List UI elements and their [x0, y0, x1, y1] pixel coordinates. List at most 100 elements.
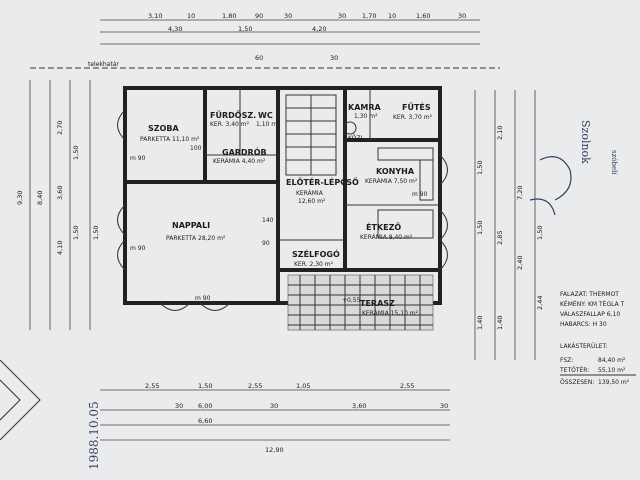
- area-label-2: ÖSSZESEN:: [560, 379, 594, 386]
- room-konyha-sub: KERÁMIA 7,50 m²: [365, 178, 418, 185]
- left-dimensions: 1,50 9,30 8,40 2,70 3,60 4,10 1,50 1,50: [16, 80, 100, 330]
- dim-right-8: 1,50: [536, 226, 544, 240]
- room-gardrob-name: GARDRÓB: [222, 146, 267, 157]
- handwriting-city: Szolnok: [579, 120, 592, 164]
- dim-top-3: 90: [255, 12, 263, 20]
- room-wc-name: WC: [258, 111, 273, 120]
- dim-right-2: 2,10: [496, 126, 504, 140]
- mark-d90: 90: [262, 240, 270, 247]
- area-value-0: 84,40 m²: [598, 357, 626, 364]
- dim-top-0: 3,10: [148, 12, 162, 20]
- mark-m90b: m 90: [130, 245, 146, 252]
- top-dimensions: 3,10 10 1,80 90 30 1,50 4,20 30 1,70 10 …: [100, 12, 480, 62]
- room-kamra-name: KAMRA: [348, 103, 382, 112]
- handwritten-scribble: [529, 198, 556, 216]
- dim-top-14: 30: [330, 54, 338, 62]
- handwriting-word: szóbeli: [610, 150, 618, 175]
- room-terasz-name: TERASZ: [360, 299, 395, 308]
- dim-top-13: 60: [255, 54, 263, 62]
- dim-bottom1-4: 2,55: [400, 382, 414, 390]
- note-line1: FALAZAT: THERMOT: [560, 291, 619, 298]
- dim-bottom3-1: 12,90: [265, 446, 284, 454]
- dim-right-5: 2,40: [516, 256, 524, 270]
- dim-bottom2-3: 3,60: [352, 402, 366, 410]
- area-value-1: 55,10 m²: [598, 367, 626, 374]
- mark-level: +0,55: [342, 297, 361, 304]
- dim-bottom2-1: 6,00: [198, 402, 212, 410]
- dim-top-4: 30: [284, 12, 292, 20]
- kitchen-counter: [343, 121, 434, 239]
- dim-bottom1-3: 1,05: [296, 382, 310, 390]
- mark-m90a: m 90: [130, 155, 146, 162]
- dim-right-6: 1,40: [476, 316, 484, 330]
- dim-left-7: 1,50: [92, 226, 100, 240]
- mark-d100: 100: [190, 145, 202, 152]
- handwritten-signature-mark: [539, 156, 572, 201]
- corner-hatch: [0, 359, 41, 441]
- room-futes-name: FŰTÉS: [402, 101, 431, 112]
- room-szelfogo-name: SZÉLFOGÓ: [292, 248, 340, 259]
- room-kamra-sub: 1,30 m²: [354, 113, 378, 120]
- room-furdo-name: FÜRDŐSZ.: [210, 110, 256, 120]
- dim-right-1: 1,50: [476, 221, 484, 235]
- windows: [117, 109, 448, 311]
- dim-left-2: 8,40: [36, 191, 44, 205]
- dim-top-8: 1,70: [362, 12, 376, 20]
- dim-top-2: 1,80: [222, 12, 236, 20]
- mark-m90d: m 90: [412, 191, 428, 198]
- room-wc-sub: 1,10 m²: [256, 121, 280, 128]
- room-konyha-name: KONYHA: [376, 167, 415, 176]
- dim-right-4: 2,85: [496, 231, 504, 245]
- staircase: [285, 94, 337, 176]
- dim-top-7: 30: [338, 12, 346, 20]
- note-line3: VÁLASZFALLAP 6,10: [560, 311, 620, 318]
- dim-right-9: 1,40: [496, 316, 504, 330]
- dim-right-3: 7,20: [516, 186, 524, 200]
- room-furdo-sub: KER. 3,40 m²: [210, 121, 250, 128]
- room-futes-sub: KER. 3,70 m²: [393, 114, 433, 121]
- dim-right-0: 1,50: [476, 161, 484, 175]
- dim-top-11: 4,30: [168, 25, 182, 33]
- area-title: LAKÁSTERÜLET:: [560, 343, 608, 350]
- room-nappali-sub: PARKETTA 28,20 m²: [166, 235, 226, 242]
- room-szoba-sub: PARKETTA 11,10 m²: [140, 136, 200, 143]
- dim-bottom1-0: 2,55: [145, 382, 159, 390]
- dim-left-0: 1,50: [72, 146, 80, 160]
- room-terasz-sub: KERÁMIA 15,10 m²: [362, 310, 419, 317]
- area-label-0: FSZ:: [560, 357, 573, 364]
- dim-bottom2-0: 30: [175, 402, 183, 410]
- dim-right-7: 2,44: [536, 296, 544, 310]
- room-etkezo-name: ÉTKEZŐ: [366, 221, 401, 232]
- dim-top-9: 10: [388, 12, 396, 20]
- room-kozl-name: KÖZL.: [348, 135, 366, 142]
- room-eloter-sub1: KERÁMIA: [296, 190, 324, 197]
- note-line2: KÉMÉNY: KM TÉGLA T: [560, 300, 625, 308]
- room-szelfogo-sub: KER. 2,30 m²: [294, 261, 334, 268]
- right-dimensions: 1,50 1,50 2,10 7,20 2,85 2,40 1,40 2,44 …: [474, 90, 544, 360]
- dim-top-6: 4,20: [312, 25, 326, 33]
- room-nappali-name: NAPPALI: [172, 221, 210, 230]
- dim-top-5: 1,50: [238, 25, 252, 33]
- terrace-paving: [287, 274, 434, 331]
- date-stamp: 1988.10.05: [87, 401, 101, 470]
- room-szoba-name: SZOBA: [148, 124, 179, 133]
- dim-bottom3-0: 6,60: [198, 417, 212, 425]
- room-eloter-name: ELŐTÉR-LÉPCSŐ: [286, 176, 359, 187]
- dim-bottom1-1: 1,50: [198, 382, 212, 390]
- dim-top-1: 10: [187, 12, 195, 20]
- dim-left-3: 2,70: [56, 121, 64, 135]
- dim-left-6: 1,50: [72, 226, 80, 240]
- mark-d140: 140: [262, 217, 274, 224]
- dim-bottom2-2: 30: [270, 402, 278, 410]
- note-line4: HABARCS: H 30: [560, 321, 607, 328]
- outer-walls: [123, 86, 442, 305]
- dim-top-10: 1,60: [416, 12, 430, 20]
- dim-bottom2-4: 30: [440, 402, 448, 410]
- room-gardrob-sub: KERÁMIA 4,40 m²: [213, 158, 266, 165]
- area-label-1: TETŐTÉR:: [559, 366, 589, 374]
- area-value-2: 139,50 m²: [598, 379, 630, 386]
- site-edge-label: telekhatár: [88, 61, 119, 68]
- room-etkezo-sub: KERÁMIA 8,40 m²: [360, 234, 413, 241]
